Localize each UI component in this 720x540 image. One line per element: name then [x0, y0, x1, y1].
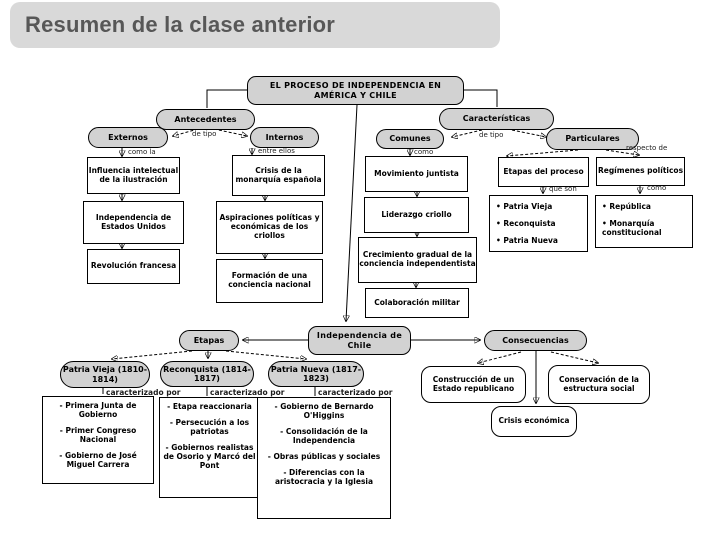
comunes-item-juntista: Movimiento juntista [365, 156, 468, 192]
externos-item-eeuu: Independencia de Estados Unidos [83, 201, 184, 244]
externos-item-revolucion: Revolución francesa [87, 249, 180, 284]
map-node-patria-vieja: Patria Vieja (1810-1814) [60, 361, 150, 388]
consecuencia-conservacion: Conservación de la estructura social [548, 365, 650, 404]
edge-label-como-regimenes: como [647, 184, 667, 192]
comunes-item-colaboracion: Colaboración militar [365, 288, 469, 318]
slide-title-band: Resumen de la clase anterior [10, 2, 500, 48]
map-node-etapas-del-proceso: Etapas del proceso [498, 157, 589, 187]
consecuencia-crisis: Crisis económica [491, 406, 577, 437]
map-node-patria-nueva: Patria Nueva (1817-1823) [268, 361, 364, 387]
comunes-item-liderazgo: Liderazgo criollo [364, 197, 469, 233]
externos-item-ilustracion: Influencia intelectual de la ilustración [87, 157, 180, 194]
list-item: - Persecución a los patriotas [169, 418, 250, 436]
list-item: - Etapa reaccionaria [167, 402, 252, 411]
map-node-internos: Internos [250, 127, 319, 148]
list-item: - Gobierno de José Miguel Carrera [59, 451, 137, 469]
list-item: - Consolidación de la Independencia [280, 427, 368, 445]
edge-label-de-tipo-caracteristicas: de tipo [479, 131, 504, 139]
list-item: • República [602, 202, 651, 211]
edge-label-como-la: como la [128, 148, 156, 156]
edge-label-caracterizado-pn: caracterizado por [318, 388, 393, 397]
etapas-proceso-list: • Patria Vieja • Reconquista • Patria Nu… [489, 195, 588, 252]
consecuencia-construccion: Construcción de un Estado republicano [421, 366, 526, 403]
list-item: - Primera Junta de Gobierno [59, 401, 137, 419]
list-item: - Diferencias con la aristocracia y la I… [274, 468, 374, 486]
edge-label-caracterizado-rc: caracterizado por [210, 388, 285, 397]
edge-label-como-comunes: como [414, 148, 434, 156]
map-node-comunes: Comunes [376, 129, 444, 149]
map-node-caracteristicas: Características [439, 108, 554, 130]
list-item: - Primer Congreso Nacional [59, 426, 137, 444]
map-node-etapas: Etapas [179, 330, 239, 351]
map-node-particulares: Particulares [546, 128, 639, 150]
edge-label-que-son: que son [549, 185, 577, 193]
reconquista-list: - Etapa reaccionaria - Persecución a los… [159, 397, 260, 498]
list-item: • Patria Vieja [496, 202, 553, 211]
comunes-item-crecimiento: Crecimiento gradual de la conciencia ind… [358, 237, 477, 283]
internos-item-aspiraciones: Aspiraciones políticas y económicas de l… [216, 201, 323, 254]
map-node-independencia-de-chile: Independencia de Chile [308, 326, 411, 355]
list-item: - Obras públicas y sociales [267, 452, 381, 461]
patria-nueva-list: - Gobierno de Bernardo O'Higgins - Conso… [257, 397, 391, 519]
list-item: • Patria Nueva [496, 236, 558, 245]
edge-label-entre-ellos: entre ellos [258, 147, 295, 155]
patria-vieja-list: - Primera Junta de Gobierno - Primer Con… [42, 396, 154, 484]
map-node-reconquista: Reconquista (1814-1817) [160, 361, 254, 387]
edge-label-de-tipo-antecedentes: de tipo [192, 130, 217, 138]
regimenes-list: • República • Monarquía constitucional [595, 195, 693, 248]
list-item: • Reconquista [496, 219, 556, 228]
list-item: • Monarquía constitucional [602, 219, 662, 237]
list-item: - Gobierno de Bernardo O'Higgins [274, 402, 374, 420]
map-node-regimenes-politicos: Regímenes políticos [596, 157, 685, 186]
edge-label-respecto-de: respecto de [626, 144, 668, 152]
map-node-consecuencias: Consecuencias [484, 330, 587, 351]
slide-title: Resumen de la clase anterior [25, 12, 336, 37]
map-node-root: EL PROCESO DE INDEPENDENCIA EN AMÉRICA Y… [247, 76, 464, 105]
map-node-antecedentes: Antecedentes [156, 109, 255, 130]
internos-item-crisis-monarquia: Crisis de la monarquía española [232, 155, 325, 196]
list-item: - Gobiernos realistas de Osorio y Marcó … [163, 443, 256, 470]
internos-item-conciencia: Formación de una conciencia nacional [216, 259, 323, 303]
edge-label-caracterizado-pv: caracterizado por [106, 388, 181, 397]
map-node-externos: Externos [88, 127, 168, 148]
